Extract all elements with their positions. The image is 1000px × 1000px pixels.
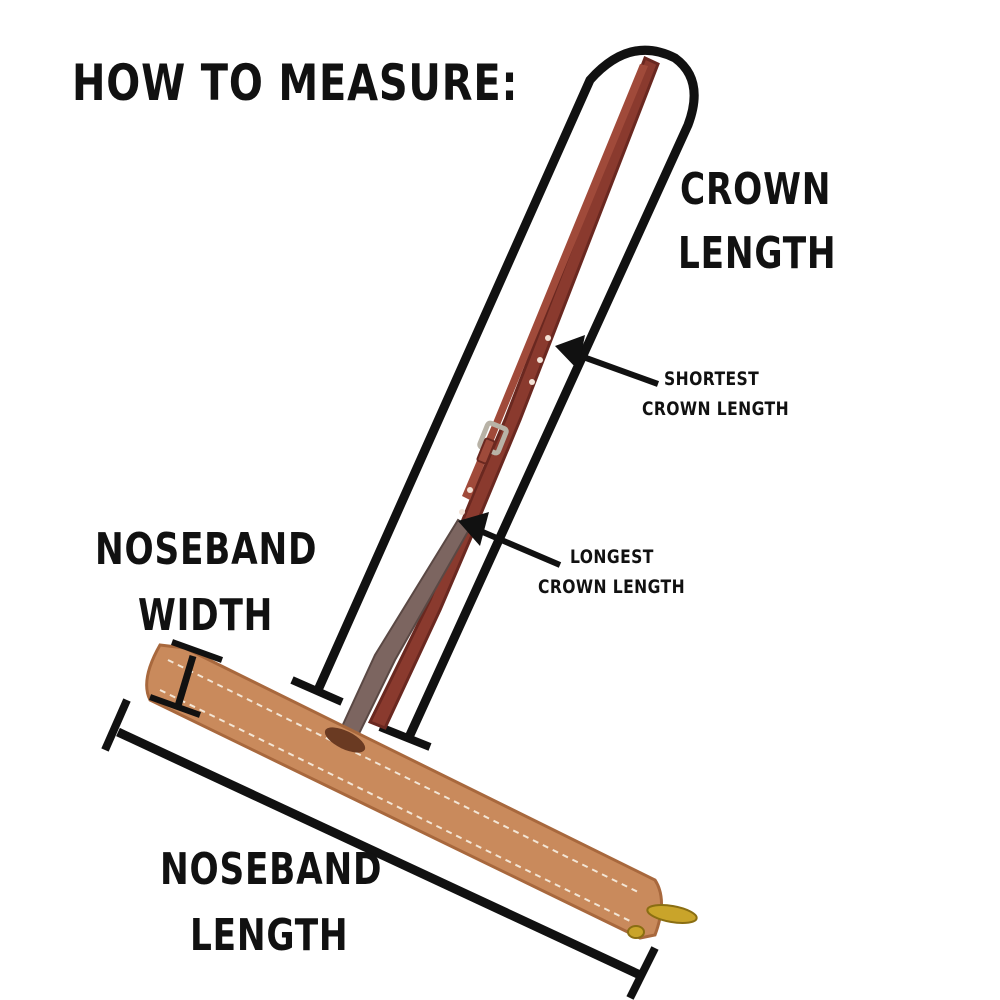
longest-label-line2: CROWN LENGTH <box>538 576 686 598</box>
strap-hole <box>545 335 551 341</box>
shortest-label-line2: CROWN LENGTH <box>642 398 790 420</box>
shortest-arrow-head <box>555 335 585 370</box>
latigo-strap <box>332 518 472 750</box>
brass-snap-ring <box>627 925 645 939</box>
noseband-slot <box>324 727 366 753</box>
strap-hole <box>537 357 543 363</box>
crown-strap <box>367 55 660 730</box>
noseband-width-top-tick <box>170 639 224 663</box>
noseband-length-label-line2: LENGTH <box>190 910 349 961</box>
noseband-length-left-tick <box>101 698 131 752</box>
crown-measure-left-tick <box>290 676 344 706</box>
brass-snap <box>646 904 698 924</box>
crown-measure-outline <box>313 45 699 740</box>
crown-length-label-line2: LENGTH <box>678 228 837 279</box>
longest-arrow-head <box>458 512 489 546</box>
diagram-title: HOW TO MEASURE: <box>72 54 519 112</box>
longest-arrow-line <box>476 527 562 568</box>
noseband-width-label-line2: WIDTH <box>138 590 274 641</box>
strap-hole <box>529 379 535 385</box>
noseband <box>145 643 663 940</box>
strap-hole <box>459 509 465 515</box>
noseband-width-bottom-tick <box>148 694 202 718</box>
noseband-width-label-line1: NOSEBAND <box>95 524 318 575</box>
crown-strap-inner <box>462 64 648 500</box>
noseband-length-line <box>116 727 642 980</box>
crown-length-label-line1: CROWN <box>680 164 832 215</box>
shortest-arrow-line <box>573 351 660 387</box>
crown-measure-right-tick <box>378 723 432 751</box>
shortest-label-line1: SHORTEST <box>664 368 760 390</box>
longest-label-line1: LONGEST <box>570 546 654 568</box>
strap-hole <box>467 487 473 493</box>
crown-keeper <box>476 437 496 465</box>
noseband-width-line <box>174 654 197 708</box>
noseband-length-label-line1: NOSEBAND <box>160 844 383 895</box>
noseband-length-right-tick <box>626 946 659 1000</box>
